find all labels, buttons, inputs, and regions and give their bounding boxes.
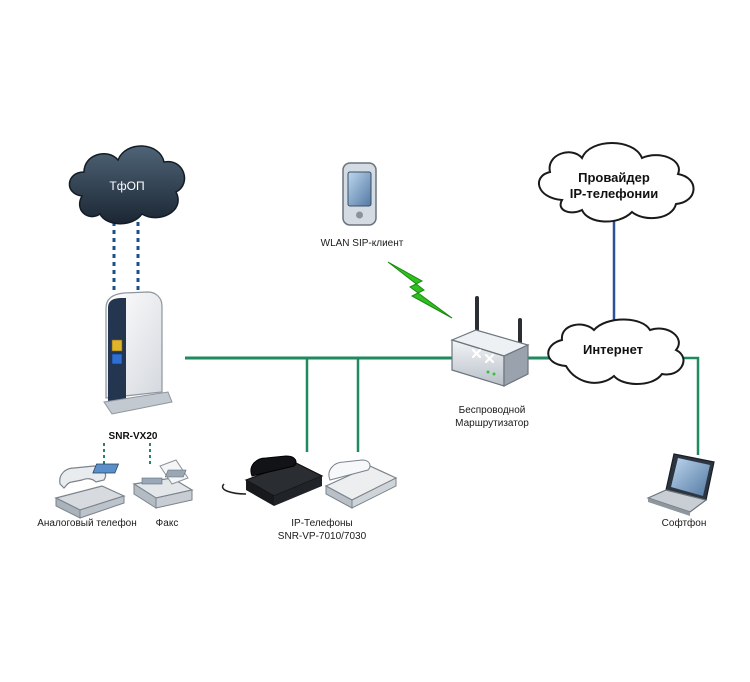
internet-label: Интернет — [583, 342, 643, 357]
router-label-line2: Маршрутизатор — [455, 418, 529, 429]
wlan-client-label: WLAN SIP-клиент — [321, 238, 404, 249]
ip-phone-icon — [92, 455, 324, 506]
ip-phones-label-line2: SNR-VP-7010/7030 — [278, 531, 367, 542]
fax-icon — [132, 459, 194, 509]
pda-icon — [342, 162, 377, 226]
internet-cloud-icon — [547, 318, 685, 385]
lightning-icon — [387, 261, 453, 319]
voip-gateway-icon — [103, 291, 173, 415]
fax-label: Факс — [156, 518, 179, 529]
ip-phone-white-icon — [164, 459, 398, 509]
provider-cloud-icon — [538, 142, 695, 223]
desk-phone-icon — [54, 465, 126, 519]
analog-phone-label: Аналоговый телефон — [37, 517, 137, 529]
softphone-label: Софтфон — [662, 517, 707, 529]
laptop-icon — [646, 453, 715, 516]
provider-label-line2: IP-телефонии — [570, 186, 659, 201]
router-label-line1: Беспроводной — [459, 405, 526, 416]
pstn-links — [112, 222, 140, 290]
wireless-router-icon — [450, 296, 530, 387]
provider-label-line1: Провайдер — [578, 170, 650, 185]
pstn-label: ТфОП — [109, 179, 144, 193]
storm-cloud-icon — [68, 145, 186, 225]
ip-phones-label-line1: IP-Телефоны — [291, 517, 352, 529]
gateway-label: SNR-VX20 — [109, 431, 158, 442]
analog-links — [103, 443, 151, 466]
